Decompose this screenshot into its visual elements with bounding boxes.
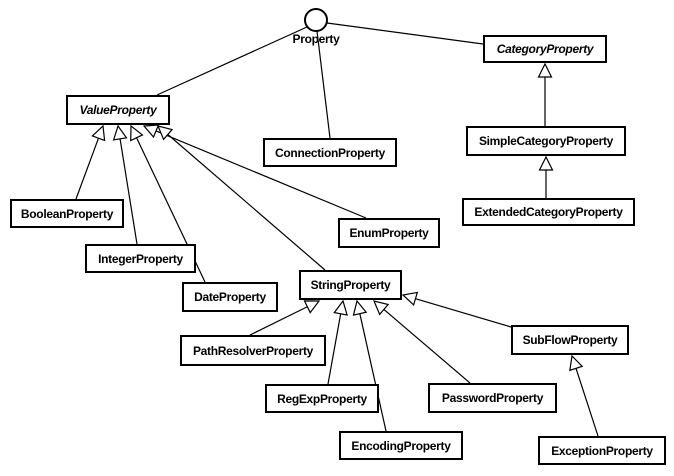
class-box-DateProperty[interactable]: DateProperty xyxy=(182,282,278,312)
generalization-line-RegExpProperty-to-StringProperty xyxy=(327,313,342,385)
class-label-IntegerProperty: IntegerProperty xyxy=(98,251,183,266)
class-box-StringProperty[interactable]: StringProperty xyxy=(299,270,402,300)
class-box-ConnectionProperty[interactable]: ConnectionProperty xyxy=(263,138,397,167)
realization-line-ValueProperty-to-Property xyxy=(156,26,308,96)
class-box-PasswordProperty[interactable]: PasswordProperty xyxy=(428,383,557,413)
generalization-arrowhead-SimpleCategoryProperty-to-CategoryProperty xyxy=(537,62,553,78)
class-label-CategoryProperty: CategoryProperty xyxy=(496,42,594,56)
class-label-SimpleCategoryProperty: SimpleCategoryProperty xyxy=(478,134,614,148)
class-box-BooleanProperty[interactable]: BooleanProperty xyxy=(10,199,124,228)
generalization-line-EnumProperty-to-ValueProperty xyxy=(155,130,367,219)
generalization-arrowhead-IntegerProperty-to-ValueProperty xyxy=(112,124,128,141)
class-box-SimpleCategoryProperty[interactable]: SimpleCategoryProperty xyxy=(466,126,626,156)
class-label-DateProperty: DateProperty xyxy=(194,290,266,304)
class-box-ExceptionProperty[interactable]: ExceptionProperty xyxy=(538,436,666,465)
class-box-CategoryProperty[interactable]: CategoryProperty xyxy=(483,35,607,63)
class-box-RegExpProperty[interactable]: RegExpProperty xyxy=(265,384,379,413)
generalization-line-StringProperty-to-ValueProperty xyxy=(167,134,326,271)
generalization-line-IntegerProperty-to-ValueProperty xyxy=(119,138,138,245)
class-label-PasswordProperty: PasswordProperty xyxy=(441,391,544,405)
class-box-EnumProperty[interactable]: EnumProperty xyxy=(338,218,440,248)
interface-label-property: Property xyxy=(292,32,340,46)
class-label-SubFlowProperty: SubFlowProperty xyxy=(522,333,618,347)
class-box-ValueProperty[interactable]: ValueProperty xyxy=(66,95,170,125)
class-label-ConnectionProperty: ConnectionProperty xyxy=(275,145,385,160)
class-label-EnumProperty: EnumProperty xyxy=(349,226,429,240)
class-label-StringProperty: StringProperty xyxy=(310,278,391,292)
class-label-EncodingProperty: EncodingProperty xyxy=(351,438,451,453)
generalization-line-SubFlowProperty-to-StringProperty xyxy=(415,298,512,328)
realization-line-ConnectionProperty-to-Property xyxy=(316,30,331,139)
class-label-RegExpProperty: RegExpProperty xyxy=(277,391,367,406)
generalization-line-PathResolverProperty-to-StringProperty xyxy=(249,306,308,336)
generalization-line-PasswordProperty-to-StringProperty xyxy=(383,308,471,384)
generalization-arrowhead-ExceptionProperty-to-SubFlowProperty xyxy=(569,354,584,372)
class-box-IntegerProperty[interactable]: IntegerProperty xyxy=(85,244,196,273)
class-label-ValueProperty: ValueProperty xyxy=(79,103,157,117)
class-label-ExtendedCategoryProperty: ExtendedCategoryProperty xyxy=(474,205,623,219)
class-box-EncodingProperty[interactable]: EncodingProperty xyxy=(339,431,463,460)
interface-lollipop-icon[interactable] xyxy=(304,8,328,32)
realization-line-CategoryProperty-to-Property xyxy=(326,22,484,45)
generalization-line-ExceptionProperty-to-SubFlowProperty xyxy=(575,368,599,437)
class-label-BooleanProperty: BooleanProperty xyxy=(20,206,114,221)
generalization-arrowhead-ExtendedCategoryProperty-to-SimpleCategoryProperty xyxy=(538,155,554,171)
generalization-arrowhead-RegExpProperty-to-StringProperty xyxy=(333,299,348,316)
class-box-ExtendedCategoryProperty[interactable]: ExtendedCategoryProperty xyxy=(462,198,635,226)
generalization-arrowhead-SubFlowProperty-to-StringProperty xyxy=(401,291,419,307)
generalization-line-EncodingProperty-to-StringProperty xyxy=(359,313,387,432)
class-label-ExceptionProperty: ExceptionProperty xyxy=(551,443,653,458)
class-label-PathResolverProperty: PathResolverProperty xyxy=(192,343,314,358)
class-box-SubFlowProperty[interactable]: SubFlowProperty xyxy=(511,325,629,355)
generalization-line-BooleanProperty-to-ValueProperty xyxy=(75,137,100,200)
class-box-PathResolverProperty[interactable]: PathResolverProperty xyxy=(180,335,326,366)
generalization-arrowhead-EncodingProperty-to-StringProperty xyxy=(352,299,368,316)
generalization-arrowhead-PasswordProperty-to-StringProperty xyxy=(372,300,390,316)
